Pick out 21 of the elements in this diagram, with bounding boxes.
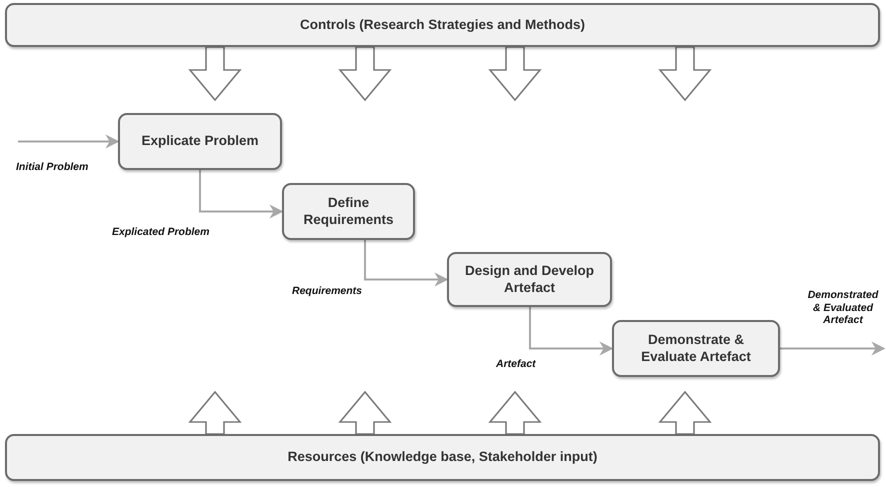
block-arrow — [338, 46, 392, 102]
block-arrow — [188, 390, 242, 435]
arrow — [18, 134, 120, 148]
block-arrow — [488, 46, 542, 102]
arrow — [364, 240, 448, 286]
block-arrow — [658, 390, 712, 435]
process-box: Explicate Problem — [118, 113, 282, 170]
edge-label: Requirements — [292, 285, 362, 298]
control-bar: Controls (Research Strategies and Methods) — [5, 3, 880, 47]
arrow — [780, 342, 886, 356]
block-arrow — [488, 390, 542, 435]
block-arrow — [338, 390, 392, 435]
block-arrow — [658, 46, 712, 102]
arrow — [529, 307, 614, 356]
process-box: Demonstrate & Evaluate Artefact — [612, 320, 780, 377]
arrow — [199, 170, 284, 218]
block-arrow — [188, 46, 242, 102]
process-box: Define Requirements — [282, 183, 415, 240]
process-box: Design and Develop Artefact — [447, 252, 612, 307]
resource-bar: Resources (Knowledge base, Stakeholder input) — [5, 434, 880, 481]
edge-label: Explicated Problem — [112, 226, 210, 239]
